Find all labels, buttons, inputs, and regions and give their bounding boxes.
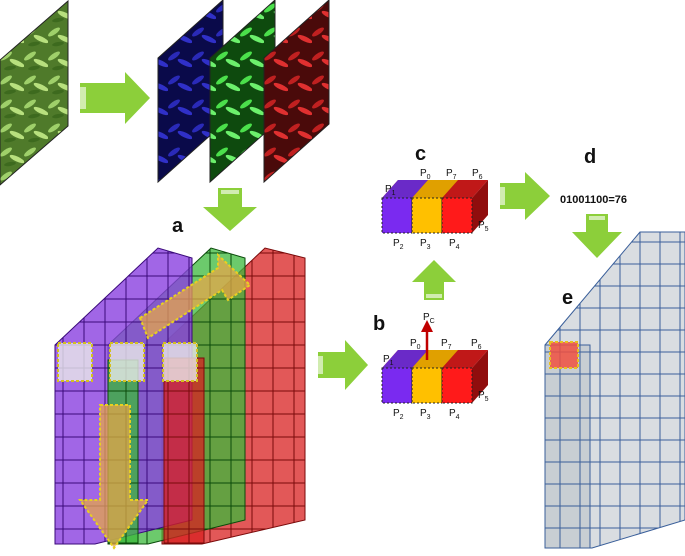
svg-text:P6: P6 (472, 168, 483, 181)
label-b: b (373, 313, 385, 335)
label-b-p6-sub: 6 (478, 344, 482, 351)
label-c-p1: P (385, 184, 392, 195)
label-b-p2-sub: 2 (400, 414, 404, 421)
svg-text:P1: P1 (383, 354, 394, 367)
label-c-p5: P (478, 220, 485, 231)
output-feature-grid (544, 231, 685, 549)
label-c-p0-sub: 0 (427, 174, 431, 181)
label-b-p1-sub: 1 (390, 360, 394, 367)
label-b-p3-sub: 3 (427, 414, 431, 421)
label-c-p7-sub: 7 (453, 174, 457, 181)
label-b-p5-sub: 5 (485, 396, 489, 403)
arrow-down-2 (572, 214, 622, 258)
svg-text:P2: P2 (393, 238, 404, 251)
label-c-p6: P (472, 168, 479, 179)
arrow-up-bc (412, 260, 456, 300)
label-b-p0: P (410, 338, 417, 349)
neighborhood-block-b (381, 320, 488, 404)
label-c-p4: P (449, 238, 456, 249)
label-b-p4: P (449, 408, 456, 419)
svg-text:P0: P0 (420, 168, 431, 181)
label-b-p4-sub: 4 (456, 414, 460, 421)
label-c-p2: P (393, 238, 400, 249)
label-b-p3: P (420, 408, 427, 419)
label-c-p0: P (420, 168, 427, 179)
label-b-p5: P (478, 390, 485, 401)
neighborhood-block-c (381, 180, 488, 234)
svg-text:P1: P1 (385, 184, 396, 197)
label-b-p0-sub: 0 (417, 344, 421, 351)
label-pc-sub: C (430, 318, 435, 325)
svg-text:P6: P6 (471, 338, 482, 351)
label-c-p6-sub: 6 (479, 174, 483, 181)
label-c-p3-sub: 3 (427, 244, 431, 251)
label-pc: P (423, 312, 430, 323)
arrow-right-1 (80, 72, 150, 124)
svg-text:P5: P5 (478, 390, 489, 403)
original-image (0, 0, 69, 186)
label-b-p7-sub: 7 (448, 344, 452, 351)
label-b-p6: P (471, 338, 478, 349)
label-b-p1: P (383, 354, 390, 365)
arrow-right-3 (500, 172, 550, 220)
label-c-p1-sub: 1 (392, 190, 396, 197)
label-c: c (415, 143, 426, 165)
label-e: e (562, 287, 573, 309)
arrow-right-2 (318, 340, 368, 390)
label-d: d (584, 146, 596, 168)
svg-text:P0: P0 (410, 338, 421, 351)
sliding-window-cubes (57, 342, 198, 382)
svg-text:P4: P4 (449, 408, 460, 421)
red-channel-image (263, 0, 330, 184)
label-c-p7: P (446, 168, 453, 179)
label-b-p2: P (393, 408, 400, 419)
binary-code: 01001100=76 (560, 194, 627, 206)
label-b-p7: P (441, 338, 448, 349)
scan-path-arrows (78, 252, 252, 550)
svg-text:P7: P7 (446, 168, 457, 181)
label-a: a (172, 215, 184, 237)
svg-text:P3: P3 (420, 408, 431, 421)
svg-text:PC: PC (423, 312, 435, 325)
label-c-p3: P (420, 238, 427, 249)
svg-text:P4: P4 (449, 238, 460, 251)
svg-text:P7: P7 (441, 338, 452, 351)
svg-text:P3: P3 (420, 238, 431, 251)
label-c-p4-sub: 4 (456, 244, 460, 251)
label-c-p5-sub: 5 (485, 226, 489, 233)
arrow-down-1 (203, 188, 257, 231)
svg-text:P2: P2 (393, 408, 404, 421)
label-c-p2-sub: 2 (400, 244, 404, 251)
svg-text:P5: P5 (478, 220, 489, 233)
